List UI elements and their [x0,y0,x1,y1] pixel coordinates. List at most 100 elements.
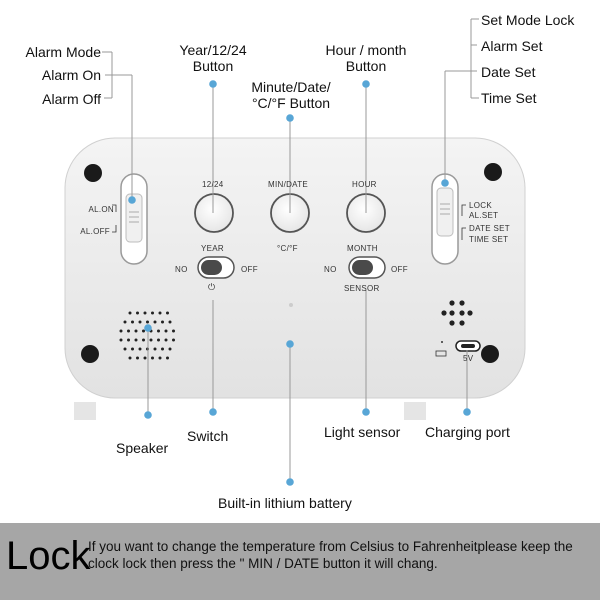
speaker-hole [134,329,138,333]
speaker-hole [143,311,147,315]
usb-charging-port [455,340,481,352]
speaker-hole [146,320,149,324]
speaker-hole [127,338,130,342]
speaker-hole [168,320,172,324]
speaker-hole [143,356,147,360]
device-text-off-left: OFF [241,265,258,274]
speaker-hole [123,347,127,351]
screw-hole-top-left [84,164,102,182]
label-alarm-set: Alarm Set [481,38,543,54]
label-year-button-line2: Button [192,58,234,74]
label-switch: Switch [187,428,229,444]
device-text-month: MONTH [347,244,378,253]
speaker-hole [151,311,154,315]
label-year-button: Year/12/24 Button [163,42,263,74]
speaker-hole [153,320,157,324]
speaker-hole [161,320,164,324]
callout-lines [102,18,479,482]
device-text-min-date: MIN/DATE [268,180,309,189]
speaker-hole [168,347,172,351]
speaker-hole [138,320,142,324]
clock-back-panel [64,137,526,420]
year-12-24-button[interactable] [194,193,234,233]
alarm-mode-slider[interactable] [120,173,148,265]
speaker-hole [134,338,138,342]
speaker-hole [166,311,169,315]
power-icon: ⏻ [208,282,216,292]
label-minute-button: Minute/Date/ °C/°F Button [236,79,346,111]
speaker-hole [158,356,162,360]
speaker-hole [119,338,123,342]
device-text-al-set: AL.SET [469,211,499,220]
power-toggle-switch[interactable] [197,256,235,279]
device-text-date-set: DATE SET [469,224,510,233]
speaker-hole [128,356,132,360]
speaker-hole [142,338,145,342]
lock-instructions: If you want to change the temperature fr… [88,539,573,571]
device-text-celsius-f: °C/°F [277,244,298,253]
device-text-lock: LOCK [469,201,492,210]
screw-hole-bottom-left [81,345,99,363]
device-text-al-off: AL.OFF [80,227,110,236]
speaker-hole [131,320,134,324]
sensor-toggle-switch[interactable] [348,256,386,279]
speaker-hole [123,320,127,324]
speaker-hole [149,338,153,342]
label-hour-button: Hour / month Button [311,42,421,74]
speaker-hole [142,329,145,333]
speaker-hole [161,347,164,351]
device-text-5v: 5V [463,354,474,363]
label-minute-button-line2: °C/°F Button [251,95,331,111]
label-date-set: Date Set [481,64,536,80]
light-sensor-holes [441,300,473,326]
speaker-grille [119,311,175,360]
label-charging-port: Charging port [425,424,510,440]
lock-title: Lock [6,534,91,578]
speaker-hole [136,356,139,360]
label-alarm-mode: Alarm Mode [25,44,101,60]
lock-info-banner [0,523,600,600]
device-text-sensor: SENSOR [344,284,380,293]
label-light-sensor: Light sensor [324,424,401,440]
label-speaker: Speaker [116,440,169,456]
device-text-time-set: TIME SET [469,235,509,244]
speaker-hole [157,329,160,333]
device-text-al-on: AL.ON [88,205,114,214]
device-text-no-right: NO [324,265,337,274]
speaker-hole [166,356,169,360]
callout-dots [128,80,471,486]
label-hour-button-line2: Button [345,58,387,74]
battery-icon [435,350,447,357]
speaker-hole [158,311,162,315]
speaker-hole [164,338,168,342]
speaker-hole [164,329,168,333]
set-mode-slider[interactable] [431,173,459,265]
speaker-hole [151,356,154,360]
speaker-hole [172,338,175,342]
label-alarm-on: Alarm On [41,67,101,83]
device-text-year: YEAR [201,244,224,253]
label-battery: Built-in lithium battery [218,495,352,511]
device-text-hour: HOUR [352,180,377,189]
label-time-set: Time Set [481,90,537,106]
label-alarm-off: Alarm Off [42,91,101,107]
reset-hole [289,303,293,307]
speaker-hole [138,347,142,351]
speaker-hole [157,338,160,342]
speaker-hole [127,329,130,333]
label-hour-button-line1: Hour / month [325,42,407,58]
screw-hole-top-right [484,163,502,181]
device-text-off-right: OFF [391,265,408,274]
screw-hole-bottom-right [481,345,499,363]
device-text-no-left: NO [175,265,188,274]
speaker-hole [128,311,132,315]
label-minute-button-line1: Minute/Date/ [251,79,331,95]
speaker-hole [119,329,123,333]
speaker-hole [172,329,175,333]
speaker-hole [153,347,157,351]
speaker-hole [131,347,134,351]
speaker-hole [136,311,139,315]
label-year-button-line1: Year/12/24 [179,42,247,58]
label-set-mode-lock: Set Mode Lock [481,12,575,28]
